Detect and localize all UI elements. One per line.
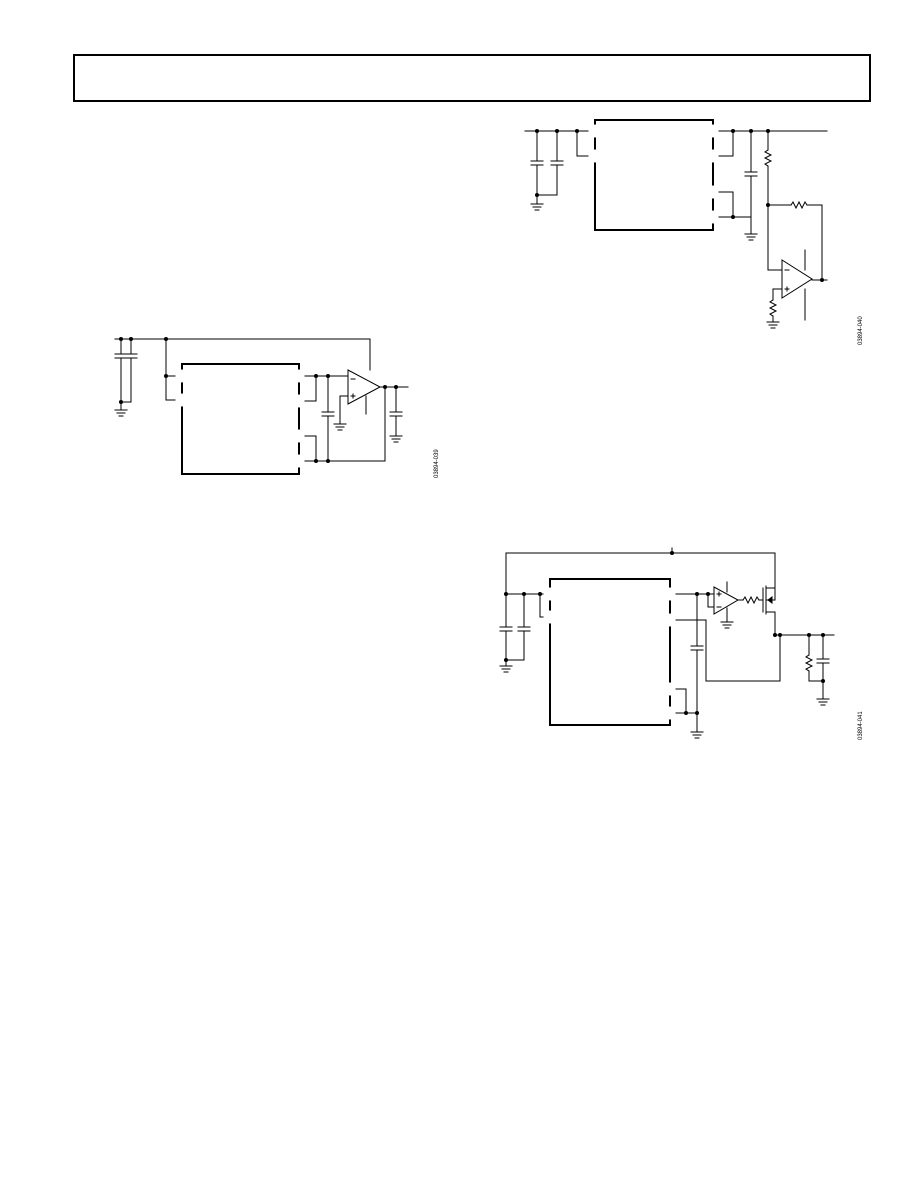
output-terminal [834, 631, 842, 639]
input-terminal [668, 540, 676, 548]
capacitor [389, 386, 403, 437]
op-amp [781, 259, 813, 299]
output-terminal [827, 276, 835, 284]
ic-pin [706, 185, 720, 199]
figure-code: 03894-039 [434, 449, 440, 478]
ic-pin [175, 393, 189, 407]
resistor [768, 299, 778, 317]
ic-body [181, 363, 300, 475]
ic-pin [663, 682, 677, 696]
ic-pin [292, 454, 306, 468]
ic-pin [292, 429, 306, 443]
resistor [742, 595, 760, 605]
schematic-top-right: 03894-040 [517, 119, 864, 345]
ic-pin [706, 210, 720, 224]
capacitor [690, 593, 704, 733]
ground-symbol [816, 680, 830, 706]
ground-symbol [499, 659, 513, 673]
ic-pin [663, 587, 677, 601]
ic-pin [663, 706, 677, 720]
capacitor [124, 338, 138, 403]
ground-symbol [333, 423, 347, 431]
ic-pin [663, 613, 677, 627]
capacitor [321, 375, 335, 462]
ic-pin [543, 610, 557, 624]
ic-pin [175, 369, 189, 383]
schematic-bottom-right: 03894-041 [499, 540, 864, 740]
ic-pin [706, 149, 720, 163]
ic-body [549, 578, 671, 726]
capacitor [517, 593, 531, 661]
capacitor [530, 130, 544, 196]
ic-pin [588, 149, 602, 163]
figure-code: 03894-040 [858, 316, 864, 345]
ic-pin [543, 587, 557, 601]
output-terminal [827, 127, 835, 135]
ground-symbol [530, 194, 544, 211]
input-terminal [517, 127, 525, 135]
supply-terminal [723, 574, 731, 582]
output-terminal [408, 383, 416, 391]
resistor [790, 200, 808, 210]
ic-pin [292, 394, 306, 408]
schematic-left: 03894-039 [107, 335, 440, 478]
figure-code: 03894-041 [858, 711, 864, 740]
page-header-box [73, 54, 871, 102]
ic-pin [588, 124, 602, 138]
resistor [804, 654, 814, 672]
capacitor [499, 593, 513, 661]
ic-pin [292, 369, 306, 383]
ic-body [594, 119, 714, 231]
input-terminal [107, 335, 115, 343]
ground-symbol [744, 233, 758, 241]
capacitor [744, 130, 758, 235]
supply-terminal [801, 320, 809, 328]
resistor [763, 149, 773, 167]
op-amp [347, 369, 382, 405]
ground-symbol [389, 435, 403, 443]
ground-symbol [766, 321, 780, 329]
supply-terminal [801, 242, 809, 250]
capacitor [550, 130, 564, 196]
capacitor [114, 338, 128, 403]
capacitor [816, 634, 830, 682]
ground-symbol [690, 731, 704, 739]
supply-terminal [362, 414, 370, 422]
op-amp [713, 586, 740, 615]
ic-pin [706, 124, 720, 138]
ground-symbol [114, 401, 128, 417]
mosfet [762, 584, 776, 636]
ground-symbol [720, 621, 734, 629]
